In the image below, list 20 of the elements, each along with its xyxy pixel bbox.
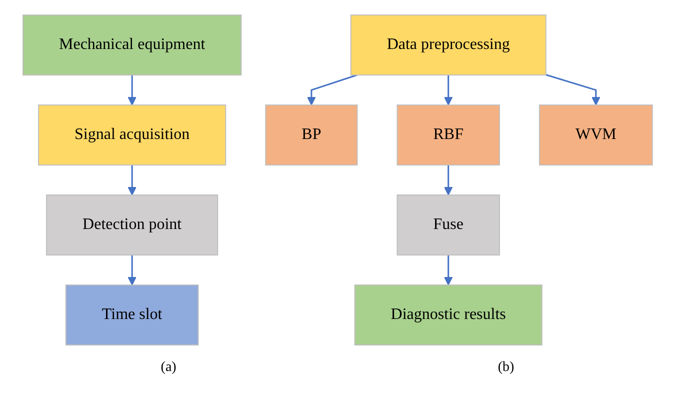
node-box: Mechanical equipment: [22, 14, 242, 76]
arrow: [444, 255, 453, 286]
node-box: Signal acquisition: [38, 104, 226, 166]
node-box: Time slot: [65, 284, 199, 346]
node-box: RBF: [396, 104, 500, 166]
panel-label: (a): [160, 360, 176, 376]
node-box: Diagnostic results: [354, 284, 542, 346]
arrow: [128, 75, 136, 106]
node-box: Detection point: [46, 194, 218, 256]
arrow: [128, 255, 136, 286]
arrow: [545, 74, 600, 106]
node-box: Fuse: [396, 194, 500, 256]
node-box: WVM: [538, 104, 653, 166]
arrow: [306, 74, 358, 106]
panel-label: (b): [498, 360, 514, 376]
arrow: [444, 165, 453, 196]
node-box: BP: [264, 104, 358, 166]
arrow: [128, 165, 136, 196]
node-box: Data preprocessing: [350, 14, 546, 76]
arrow: [444, 75, 453, 106]
